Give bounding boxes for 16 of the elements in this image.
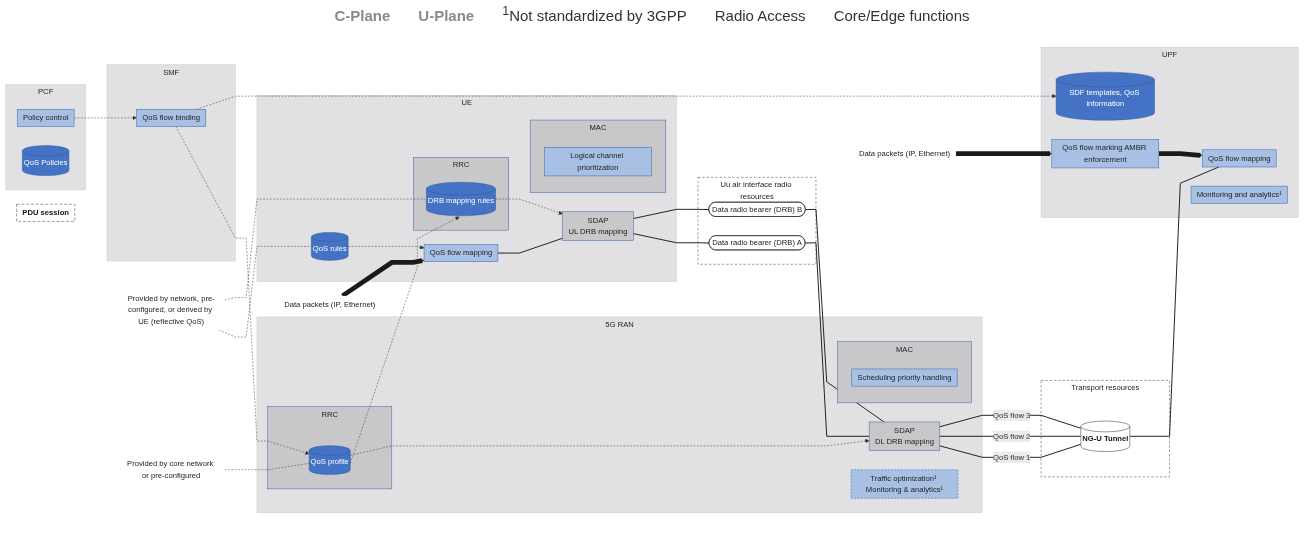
connector-line (497, 237, 564, 254)
connector-line (805, 208, 885, 423)
plane-label: U-Plane (418, 7, 475, 24)
connector-line (632, 233, 710, 244)
connector-line (224, 463, 310, 470)
arrow (341, 258, 425, 298)
section-label: Radio Access (714, 7, 806, 24)
arrow (955, 151, 1052, 157)
connector-line (224, 198, 427, 300)
connector-line (804, 242, 870, 437)
arrow (1158, 151, 1203, 158)
connector-line (632, 208, 710, 220)
connector-line (218, 246, 312, 338)
section-label: Core/Edge functions (833, 7, 970, 24)
footnote: $^{1}$Not standardized by 3GPP (502, 4, 687, 24)
plane-label: C-Plane (334, 7, 391, 24)
